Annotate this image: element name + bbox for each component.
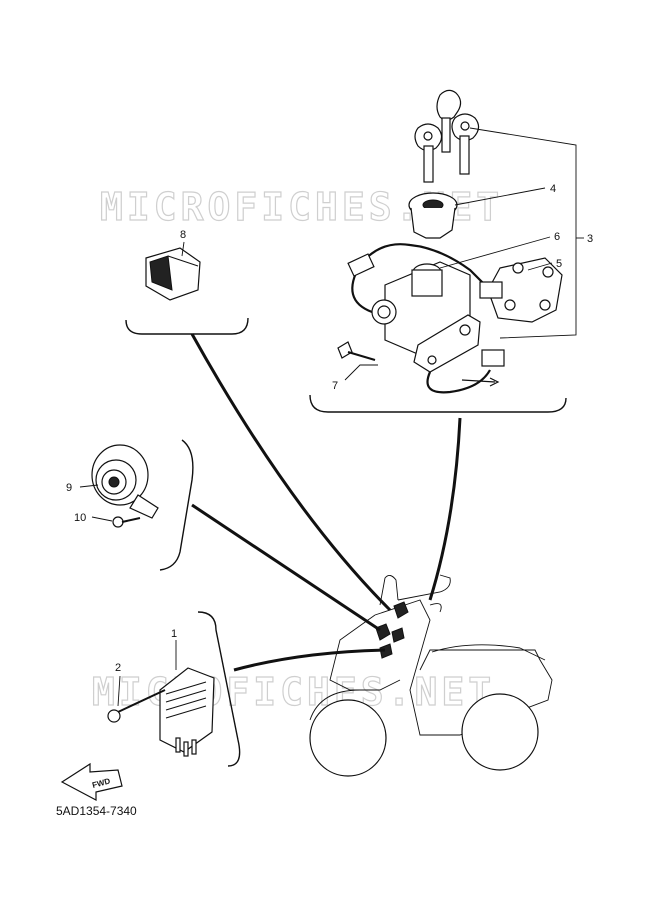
fwd-arrow-icon: FWD [60, 762, 123, 801]
rectifier-unit [159, 667, 215, 757]
screw-7 [337, 341, 376, 361]
key-icon [414, 89, 480, 183]
lock-cylinder [408, 192, 458, 239]
group-bracket-rectifier [197, 611, 241, 767]
bolt-2 [107, 689, 166, 723]
scooter-outline [309, 574, 553, 777]
callout-7: 7 [332, 380, 338, 392]
horn [91, 444, 159, 519]
bolt-10 [112, 516, 141, 528]
diagram-code: 5AD1354-7340 [56, 804, 137, 818]
relay-unit [145, 247, 201, 301]
callout-9: 9 [66, 482, 72, 494]
callout-5: 5 [556, 258, 562, 270]
switch-bracket-plate [479, 257, 563, 323]
main-switch [347, 243, 505, 394]
relay-group: 8 [125, 229, 249, 335]
callout-2: 2 [115, 662, 121, 674]
callout-1: 1 [171, 628, 177, 640]
callout-10: 10 [74, 512, 86, 524]
callout-4: 4 [550, 183, 556, 195]
callout-3: 3 [587, 233, 593, 245]
main-switch-group: 4 6 3 5 7 [309, 89, 593, 413]
callout-8: 8 [180, 229, 186, 241]
connector-lines [190, 333, 462, 672]
horn-group: 9 10 [66, 439, 194, 571]
watermark-bottom: MICROFICHES.NET [92, 670, 495, 714]
group-bracket-horn [159, 439, 194, 571]
group-bracket-relay [125, 317, 249, 335]
callout-6: 6 [554, 231, 560, 243]
group-bracket-main-switch [309, 394, 567, 413]
rectifier-group: 1 2 [107, 611, 241, 767]
